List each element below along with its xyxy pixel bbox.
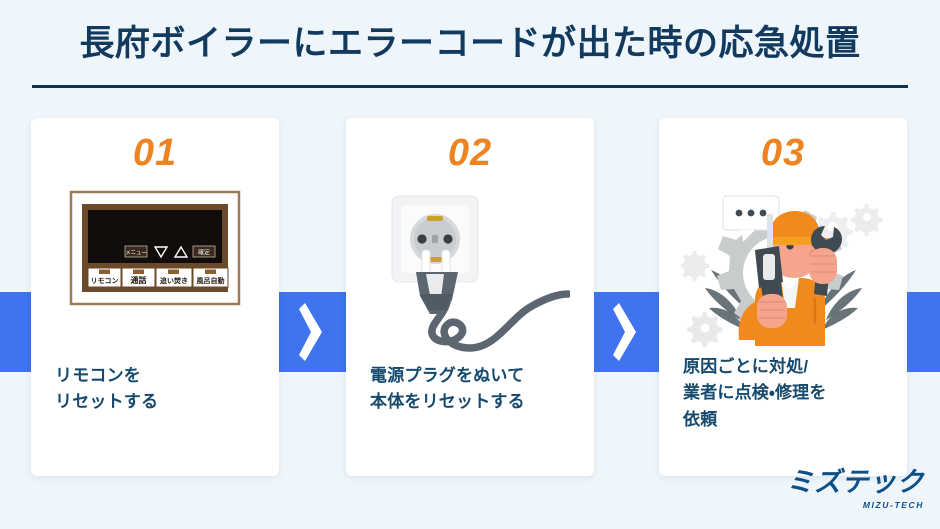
page-header: 長府ボイラーにエラーコードが出た時の応急処置 xyxy=(0,0,940,100)
remote-controller-illustration: メニュー 確定 リモコン 通話 追い焚き xyxy=(31,190,279,365)
step-number: 02 xyxy=(447,132,493,174)
svg-text:リモコン: リモコン xyxy=(91,277,119,285)
step-number: 01 xyxy=(132,132,178,174)
step-card-03: 03 xyxy=(659,118,907,476)
title-divider xyxy=(32,85,908,88)
step-connector-2 xyxy=(600,292,644,372)
steps-container: 01 メニュー 確定 xyxy=(0,118,940,478)
logo-mark-text: ミズテック xyxy=(786,467,924,497)
svg-text:追い焚き: 追い焚き xyxy=(160,276,188,285)
step-description: リモコンを リセットする xyxy=(55,366,159,412)
step-card-01: 01 メニュー 確定 xyxy=(31,118,279,476)
svg-text:メニュー: メニュー xyxy=(125,250,147,257)
page-title: 長府ボイラーにエラーコードが出た時の応急処置 xyxy=(79,24,861,63)
chevron-right-icon xyxy=(613,303,636,361)
step-connector-1 xyxy=(286,292,330,372)
brand-logo: ミズテック MIZU-TECH xyxy=(774,469,924,517)
svg-text:通話: 通話 xyxy=(131,275,147,285)
step-description: 原因ごとに対処/ 業者に点検・修理を 依頼 xyxy=(683,357,827,429)
chevron-right-icon xyxy=(299,303,322,361)
step-description: 電源プラグをぬいて 本体をリセットする xyxy=(370,366,525,412)
logo-sub-text: MIZU-TECH xyxy=(862,500,924,510)
technician-illustration xyxy=(659,190,907,365)
svg-text:確定: 確定 xyxy=(198,249,210,257)
step-number: 03 xyxy=(760,132,806,174)
svg-text:風呂自動: 風呂自動 xyxy=(196,276,225,285)
power-plug-illustration xyxy=(346,190,594,365)
step-card-02: 02 xyxy=(346,118,594,476)
